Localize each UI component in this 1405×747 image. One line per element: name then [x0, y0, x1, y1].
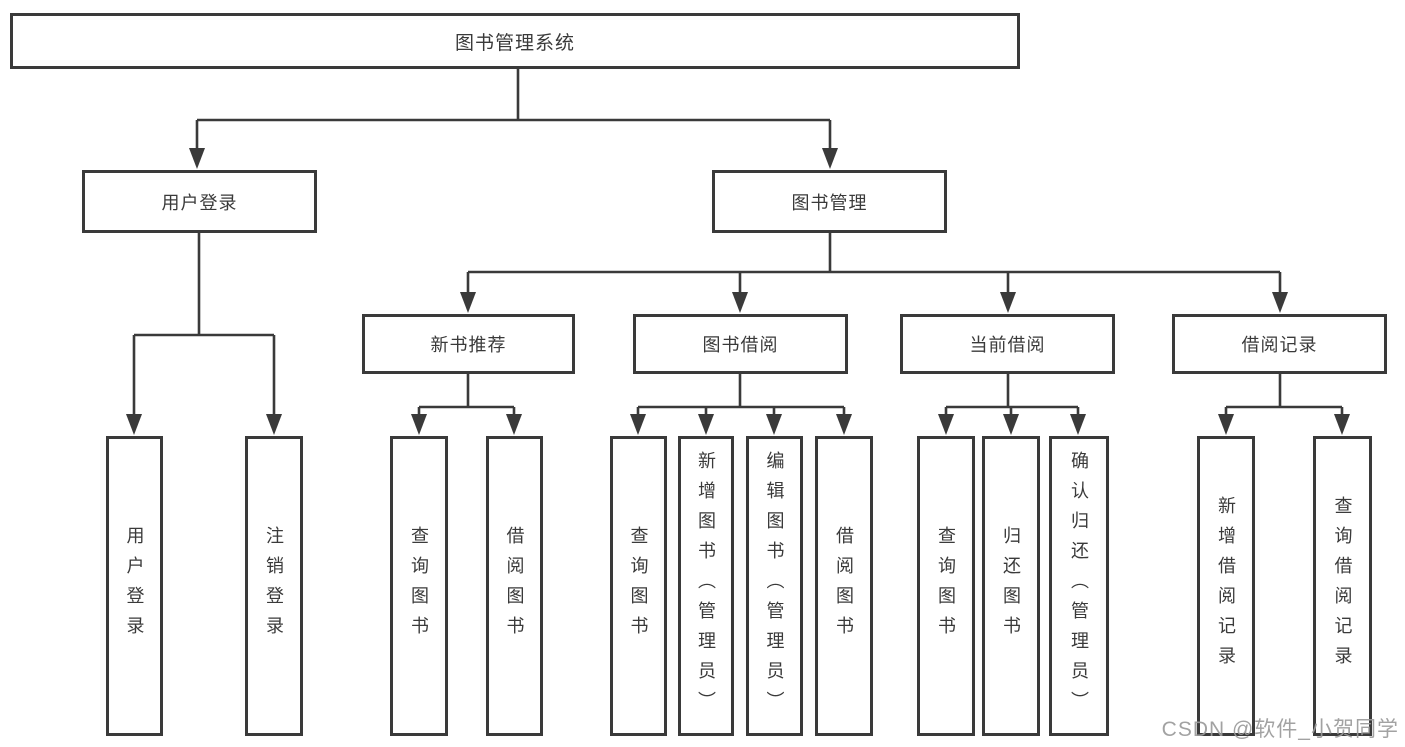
leaf-edit-books-admin: 编辑图书（管理员） [746, 436, 803, 736]
leaf-add-borrowing-record: 新增借阅记录 [1197, 436, 1255, 736]
leaf-query-books-current: 查询图书 [917, 436, 975, 736]
node-borrowing-records: 借阅记录 [1172, 314, 1387, 374]
leaf-confirm-return-admin: 确认归还（管理员） [1049, 436, 1109, 736]
node-root: 图书管理系统 [10, 13, 1020, 69]
leaf-query-books-borrowing: 查询图书 [610, 436, 667, 736]
leaf-logout: 注销登录 [245, 436, 303, 736]
leaf-query-books-recommendation: 查询图书 [390, 436, 448, 736]
leaf-return-books: 归还图书 [982, 436, 1040, 736]
leaf-query-borrowing-record: 查询借阅记录 [1313, 436, 1372, 736]
leaf-add-books-admin: 新增图书（管理员） [678, 436, 734, 736]
leaf-borrow-books-recommendation: 借阅图书 [486, 436, 543, 736]
node-new-book-recommendation: 新书推荐 [362, 314, 575, 374]
node-book-management: 图书管理 [712, 170, 947, 233]
node-book-borrowing: 图书借阅 [633, 314, 848, 374]
csdn-watermark: CSDN @软件_小贺同学 [1161, 718, 1399, 741]
node-user-login: 用户登录 [82, 170, 317, 233]
arrowheads [126, 148, 1350, 435]
leaf-borrow-books-borrowing: 借阅图书 [815, 436, 873, 736]
leaf-user-login: 用户登录 [106, 436, 163, 736]
node-current-borrowing: 当前借阅 [900, 314, 1115, 374]
